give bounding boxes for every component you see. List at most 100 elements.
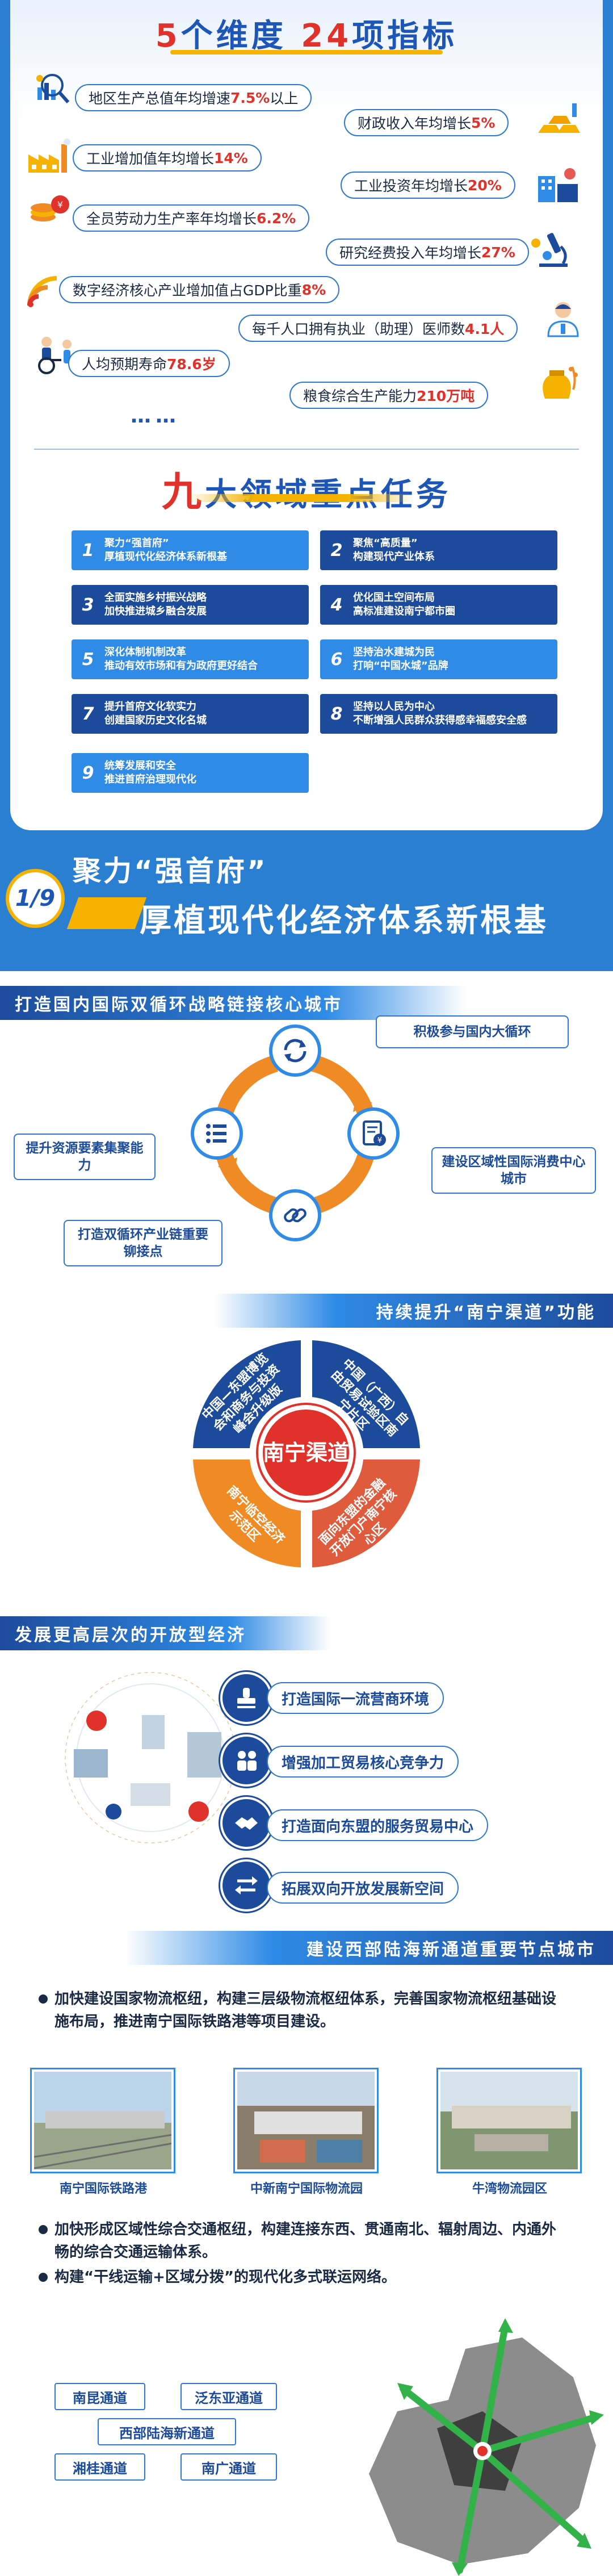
indicator-label: 财政收入年均增长 — [358, 115, 472, 132]
indicator-value: 5% — [471, 114, 496, 131]
task-number: 1 — [82, 540, 94, 561]
indicator-value: 78.6岁 — [167, 356, 216, 373]
more-indicators-ellipsis: …… — [131, 404, 180, 428]
open-item-service-trade-center: 打造面向东盟的服务贸易中心 — [267, 1809, 489, 1841]
task-item-3: 3 全面实施乡村振兴战略加快推进城乡融合发展 — [72, 585, 309, 625]
tasks-heading: 九大领域重点任务 — [0, 460, 613, 517]
workers-icon — [220, 1734, 272, 1787]
open-item-processing-trade: 增强加工贸易核心竞争力 — [267, 1746, 459, 1778]
handshake-icon — [220, 1797, 272, 1849]
list-bullets-icon — [191, 1107, 243, 1160]
task-text: 统筹发展和安全推进首府治理现代化 — [104, 760, 196, 785]
corridor-paragraph-multimodal: 构建“干线运输+区域分拨”的现代化多式联运网络。 — [39, 2266, 565, 2289]
task-item-9: 9 统筹发展和安全推进首府治理现代化 — [72, 753, 309, 793]
photo-niuwan-logistics-park — [438, 2069, 580, 2172]
document-yuan-icon: ¥ — [347, 1107, 400, 1160]
section-title-line2: 厚植现代化经济体系新根基 — [140, 902, 548, 939]
indicator-suffix: 以上 — [270, 90, 299, 107]
heading-number-24: 24 — [301, 18, 352, 55]
indicator-value: 20% — [468, 177, 502, 194]
cycle-label-top: 积极参与国内大循环 — [376, 1015, 569, 1048]
task-item-7: 7 提升首府文化软实力创建国家历史文化名城 — [72, 694, 309, 734]
cycle-label-left: 提升资源要素集聚能力 — [14, 1134, 156, 1180]
task-item-2: 2 聚焦“高质量”构建现代产业体系 — [320, 530, 557, 570]
corridor-paragraph-logistics-hub: 加快建设国家物流枢纽，构建三层级物流枢纽体系，完善国家物流枢纽基础设施布局，推进… — [39, 1988, 565, 2033]
task-number: 2 — [330, 540, 343, 561]
task-item-8: 8 坚持以人民为中心不断增强人民群众获得感幸福感安全感 — [320, 694, 557, 734]
svg-text:¥: ¥ — [57, 199, 63, 210]
task-text: 提升首府文化软实力创建国家历史文化名城 — [104, 701, 207, 726]
indicator-value: 4.1人 — [465, 321, 505, 337]
indicator-label: 每千人口拥有执业（助理）医师数 — [252, 321, 465, 337]
indicator-label: 工业增加值年均增长 — [86, 150, 215, 167]
open-item-business-environment: 打造国际一流营商环境 — [267, 1682, 444, 1714]
magnifier-chart-icon — [36, 74, 70, 103]
task-number: 3 — [82, 595, 94, 615]
task-text: 坚持治水建城为民打响“中国水城”品牌 — [353, 646, 448, 672]
open-item-two-way-opening: 拓展双向开放发展新空间 — [267, 1872, 459, 1904]
doctor-icon — [547, 302, 579, 337]
chain-link-icon — [269, 1189, 321, 1241]
indicator-label: 工业投资年均增长 — [354, 178, 468, 194]
indicators-heading: 5个维度 24项指标 — [0, 10, 613, 56]
indicator-value: 6.2% — [257, 210, 296, 227]
gold-bars-icon — [538, 103, 580, 133]
route-nanguang: 南广通道 — [180, 2453, 277, 2481]
task-number: 4 — [330, 595, 343, 615]
indicator-value: 210万吨 — [417, 388, 475, 404]
task-text: 优化国土空间布局高标准建设南宁都市圈 — [353, 592, 455, 617]
indicator-label: 数字经济核心产业增加值占GDP比重 — [73, 282, 302, 299]
cycle-heading-band: 打造国内国际双循环战略链接核心城市 — [0, 986, 465, 1020]
photo-nanning-rail-port — [32, 2069, 174, 2172]
task-text: 坚持以人民为中心不断增强人民群众获得感幸福感安全感 — [353, 701, 527, 726]
factory-icon — [28, 139, 70, 173]
section-title-line1: 聚力“强首府” — [73, 855, 268, 888]
nanning-channel-heading-band: 持续提升“南宁渠道”功能 — [216, 1294, 613, 1328]
svg-text:¥: ¥ — [377, 1136, 382, 1145]
heading-text-indicators: 项指标 — [352, 18, 458, 55]
caption-niuwan-logistics-park: 牛湾物流园区 — [472, 2182, 547, 2196]
route-nankun: 南昆通道 — [54, 2383, 145, 2410]
caption-china-singapore-logistics-park: 中新南宁国际物流园 — [250, 2182, 363, 2196]
task-item-5: 5 深化体制机制改革推动有效市场和有为政府更好结合 — [72, 639, 309, 679]
route-western-land-sea: 西部陆海新通道 — [98, 2418, 236, 2445]
nanning-channel-center: 南宁渠道 — [258, 1405, 354, 1500]
task-text: 聚焦“高质量”构建现代产业体系 — [353, 537, 435, 563]
task-text: 全面实施乡村振兴战略加快推进城乡融合发展 — [104, 592, 207, 617]
indicator-label: 全员劳动力生产率年均增长 — [86, 211, 257, 227]
land-sea-corridor-heading-band: 建设西部陆海新通道重要节点城市 — [125, 1931, 613, 1965]
route-xianggui: 湘桂通道 — [54, 2453, 145, 2481]
section-divider — [34, 449, 579, 450]
indicator-label: 人均预期寿命 — [82, 356, 167, 373]
caption-nanning-rail-port: 南宁国际铁路港 — [59, 2182, 147, 2196]
indicator-value: 8% — [301, 281, 326, 298]
route-pan-east-asia: 泛东亚通道 — [180, 2383, 277, 2410]
indicator-value: 14% — [214, 149, 248, 166]
corridor-paragraph-transport-hub: 加快形成区域性综合交通枢纽，构建连接东西、贯通南北、辐射周边、内通外畅的综合交通… — [39, 2218, 565, 2264]
heading-text-dimensions: 个维度 — [180, 18, 287, 55]
task-number: 6 — [330, 649, 343, 670]
tasks-heading-underline — [187, 494, 414, 502]
nanning-region-map — [369, 2318, 604, 2576]
task-text: 聚力“强首府”厚植现代化经济体系新根基 — [104, 537, 227, 563]
task-number: 5 — [82, 649, 94, 670]
task-item-1: 1 聚力“强首府”厚植现代化经济体系新根基 — [72, 530, 309, 570]
elderly-wheelchair-icon — [38, 337, 72, 374]
indicators-panel — [10, 0, 603, 830]
section-title-accent-bar — [66, 897, 147, 929]
world-trade-illustration — [65, 1672, 236, 1843]
indicator-value: 7.5% — [230, 89, 270, 106]
stamp-icon — [220, 1672, 272, 1724]
two-way-arrows-icon — [220, 1859, 272, 1912]
task-item-6: 6 坚持治水建城为民打响“中国水城”品牌 — [320, 639, 557, 679]
industrial-building-icon — [538, 168, 578, 202]
task-number: 7 — [82, 704, 94, 724]
task-item-4: 4 优化国土空间布局高标准建设南宁都市圈 — [320, 585, 557, 625]
